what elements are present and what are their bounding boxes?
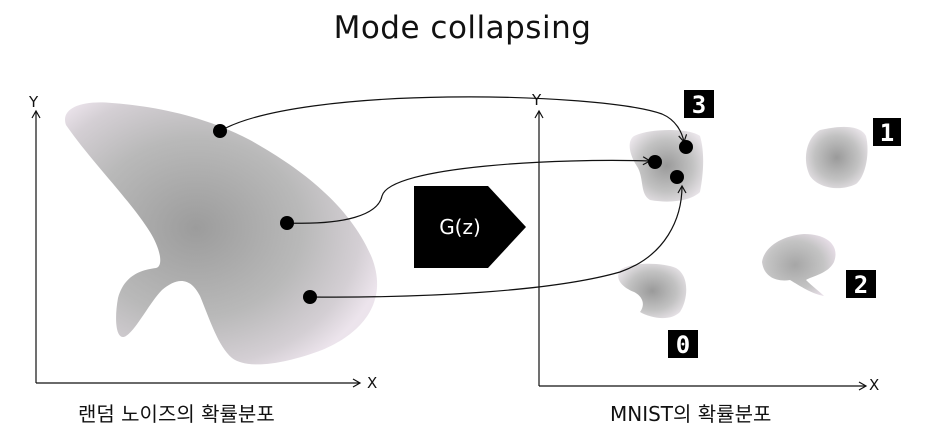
digit-tile-3: 3 [684, 90, 714, 119]
right-x-label: X [869, 376, 879, 394]
digit-tile-label: 1 [880, 119, 894, 147]
noise-distribution-caption: 랜덤 노이즈의 확률분포 [78, 402, 275, 426]
generator-shape [414, 186, 526, 268]
diagram-title: Mode collapsing [333, 10, 592, 46]
generated-point [679, 140, 693, 154]
generator-block: G(z) [414, 186, 526, 268]
digit-tile-label: 2 [854, 271, 868, 299]
noise-distribution-blob [65, 102, 378, 365]
digit-tile-0: 0 [668, 330, 698, 359]
mapping-arrow-bottom [309, 184, 687, 298]
left-x-label: X [367, 374, 377, 392]
mapping-arrow-top [219, 96, 688, 144]
mapping-arrows [219, 96, 688, 298]
mapping-arrow-middle [286, 156, 652, 224]
mode-blob-3 [629, 130, 704, 202]
mnist-distribution-caption: MNIST의 확률분포 [610, 402, 772, 426]
right-axes: Y X [531, 91, 879, 394]
right-y-label: Y [531, 91, 542, 109]
generated-point [648, 155, 662, 169]
digit-tile-1: 1 [873, 118, 901, 147]
generator-label: G(z) [439, 215, 481, 239]
digit-tile-2: 2 [846, 270, 876, 299]
digit-tile-label: 3 [692, 91, 706, 119]
digit-tile-label: 0 [676, 331, 690, 359]
left-axes: Y X [28, 93, 377, 392]
generated-point [670, 170, 684, 184]
noise-point [303, 290, 317, 304]
mode-blob-1 [805, 126, 868, 189]
mode-blob-0 [618, 263, 687, 319]
left-y-label: Y [28, 93, 39, 111]
noise-point [280, 216, 294, 230]
mode-blob-2 [762, 234, 836, 296]
noise-point [213, 124, 227, 138]
